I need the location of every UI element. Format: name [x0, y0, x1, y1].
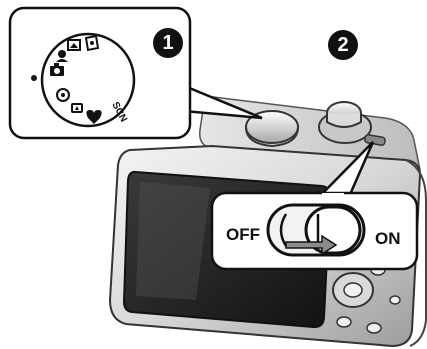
- back-button-lower-right[interactable]: [367, 323, 381, 333]
- callout-badge-two: 2: [328, 30, 358, 60]
- four-way-dial-center[interactable]: [344, 283, 362, 297]
- power-off-label: OFF: [226, 225, 260, 245]
- shutter-button-stem: [327, 113, 361, 127]
- back-button-lower-left[interactable]: [337, 317, 351, 327]
- power-on-label: ON: [375, 229, 401, 249]
- back-button-side[interactable]: [390, 296, 400, 304]
- callout-badge-one: 1: [153, 28, 183, 58]
- mode-dial-indicator-dot: [31, 75, 37, 81]
